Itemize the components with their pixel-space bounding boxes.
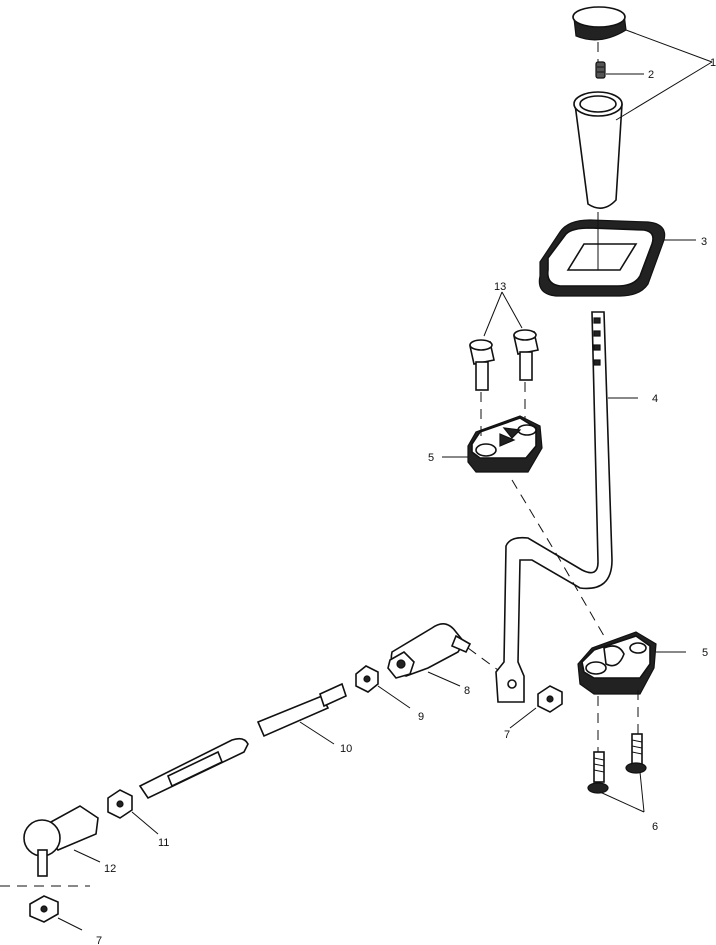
leader-8: [427, 671, 461, 687]
leader-10: [299, 721, 335, 745]
threaded-rod: [256, 682, 347, 738]
callout-11: 11: [158, 837, 169, 849]
shift-cable: [138, 737, 249, 800]
leader-13: [483, 291, 523, 337]
callout-5-upper: 5: [428, 452, 434, 464]
ball-socket: [23, 805, 99, 877]
leader-7-mid: [509, 707, 537, 729]
shift-lever-rod: [495, 311, 613, 703]
callout-3: 3: [701, 236, 707, 248]
screw-6-left: [587, 751, 609, 794]
shift-boot: [538, 212, 666, 297]
callout-12: 12: [104, 863, 116, 875]
leader-7-bottom: [57, 917, 83, 931]
pivot-bracket-upper: [467, 415, 543, 473]
centerline-brackets: [511, 479, 605, 637]
callout-6: 6: [652, 821, 658, 833]
callout-2: 2: [648, 69, 654, 81]
knob-cap: [572, 6, 627, 41]
bolt-13-right: [513, 329, 539, 381]
callout-5-lower: 5: [702, 647, 708, 659]
callout-8: 8: [464, 685, 470, 697]
leader-12: [73, 849, 101, 863]
centerline-linkage: [467, 647, 499, 671]
leader-1: [615, 29, 713, 121]
pivot-bracket-lower: [577, 631, 657, 695]
nut-9: [355, 665, 379, 693]
callout-4: 4: [652, 393, 658, 405]
set-screw: [595, 61, 606, 79]
nut-7-bottom: [29, 895, 59, 923]
knob-grip: [573, 91, 623, 209]
leader-9: [377, 685, 411, 709]
callout-7-bottom: 7: [96, 935, 102, 945]
callout-13: 13: [494, 281, 506, 293]
leader-11: [131, 811, 159, 835]
callout-10: 10: [340, 743, 352, 755]
ball-joint: [387, 623, 472, 679]
callout-9: 9: [418, 711, 424, 723]
bolt-13-left: [469, 339, 495, 391]
nut-11: [107, 789, 133, 819]
callout-1: 1: [710, 57, 716, 69]
nut-7-middle: [537, 685, 563, 713]
screw-6-right: [625, 733, 647, 774]
leader-6: [599, 771, 645, 813]
callout-7-middle: 7: [504, 729, 510, 741]
